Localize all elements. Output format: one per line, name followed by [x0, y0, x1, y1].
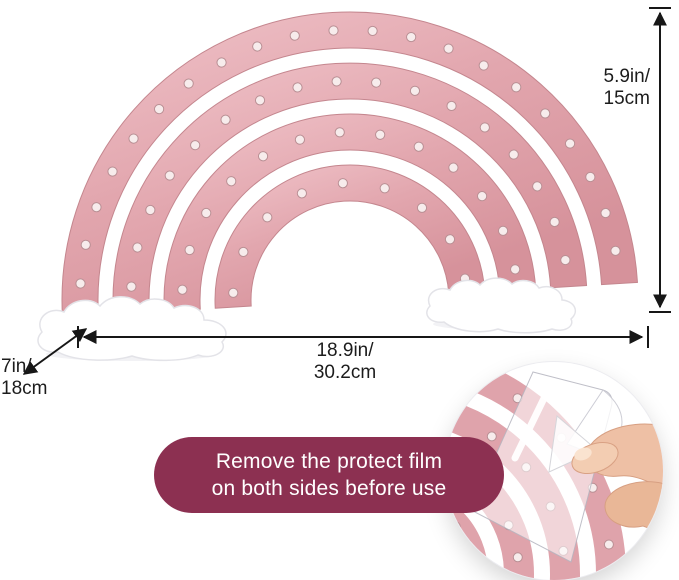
- earring-hole: [228, 287, 239, 298]
- earring-hole: [444, 234, 456, 245]
- earring-hole: [337, 178, 348, 189]
- width-inches: 18.9in/: [316, 340, 374, 361]
- earring-hole: [585, 171, 596, 183]
- earring-hole: [296, 188, 307, 199]
- rainbow-band: [61, 11, 638, 319]
- earring-hole: [477, 191, 488, 202]
- earring-hole: [145, 204, 156, 216]
- width-cm: 30.2cm: [313, 362, 377, 383]
- hand-peeling-film: [571, 423, 663, 534]
- dimension-arrows: [22, 7, 671, 375]
- earring-hole: [479, 122, 490, 133]
- earring-hole: [497, 225, 509, 236]
- inset-rainbow-band: [445, 362, 626, 580]
- banner-line-1: Remove the protect film: [215, 450, 443, 473]
- inset-rainbow-band: [445, 497, 488, 580]
- earring-hole: [549, 216, 560, 228]
- width-dimension-label: 18.9in/ 30.2cm: [275, 340, 415, 384]
- earring-hole: [183, 78, 194, 89]
- earring-hole: [371, 77, 382, 88]
- earring-hole: [409, 85, 421, 96]
- earring-hole: [220, 114, 231, 125]
- inset-rainbow-band: [445, 398, 580, 580]
- earring-hole: [564, 138, 576, 149]
- earring-hole: [177, 284, 188, 295]
- earring-hole: [91, 202, 102, 213]
- earring-hole: [540, 108, 551, 119]
- earring-hole: [294, 134, 306, 145]
- earring-hole: [238, 246, 249, 258]
- depth-dimension-label: 7in/ 18cm: [1, 356, 71, 400]
- earring-hole: [292, 82, 303, 93]
- depth-arrow: [22, 328, 88, 375]
- inset-canvas: [445, 362, 663, 580]
- earring-hole: [128, 133, 139, 144]
- depth-cm: 18cm: [1, 378, 48, 399]
- inset-earring-hole: [445, 411, 456, 422]
- earring-hole: [132, 242, 143, 253]
- earring-hole: [600, 207, 611, 219]
- earring-hole: [289, 30, 300, 41]
- earring-hole: [375, 129, 386, 140]
- rainbow-band: [112, 62, 588, 315]
- earring-hole: [254, 95, 266, 106]
- earring-hole: [511, 82, 522, 93]
- earring-hole: [406, 31, 417, 43]
- earring-hole: [201, 207, 212, 219]
- film-glare: [511, 384, 553, 462]
- earring-hole: [75, 278, 86, 289]
- inset-earring-hole: [459, 367, 470, 378]
- banner-line-2: on both sides before use: [211, 477, 447, 500]
- earring-hole: [164, 170, 175, 181]
- earring-hole: [443, 43, 454, 54]
- earring-hole: [446, 100, 457, 112]
- rainbow-earring-holder: [61, 11, 638, 319]
- earring-hole: [448, 162, 459, 173]
- inset-rainbow-band: [445, 447, 534, 580]
- earring-hole: [331, 76, 342, 87]
- earring-hole: [262, 212, 273, 223]
- earring-hole: [413, 141, 424, 152]
- inset-earring-hole: [461, 538, 472, 549]
- height-cm: 15cm: [603, 88, 650, 109]
- inset-earring-hole: [512, 552, 523, 563]
- earring-hole: [416, 202, 428, 213]
- earring-hole: [257, 151, 269, 162]
- earring-hole: [508, 149, 519, 160]
- instruction-banner: Remove the protect film on both sides be…: [154, 437, 504, 513]
- earring-hole: [107, 166, 118, 177]
- earring-hole: [80, 239, 91, 250]
- depth-inches: 7in/: [1, 356, 32, 377]
- earring-hole: [560, 254, 571, 266]
- inset-earring-hole: [467, 558, 478, 569]
- earring-hole: [367, 25, 378, 37]
- earring-hole: [226, 176, 237, 187]
- inset-earring-hole: [603, 539, 614, 550]
- film-removal-detail-inset: [445, 362, 663, 580]
- earring-hole: [328, 25, 339, 36]
- rainbow-band: [163, 113, 537, 312]
- earring-hole: [510, 264, 521, 275]
- height-inches: 5.9in/: [603, 66, 650, 87]
- height-dimension-label: 5.9in/ 15cm: [582, 66, 650, 110]
- earring-hole: [126, 281, 137, 292]
- inset-earring-hole: [486, 431, 497, 442]
- earring-hole: [190, 140, 201, 151]
- inset-earring-hole: [450, 521, 461, 532]
- earring-hole: [610, 245, 621, 256]
- earring-hole: [379, 183, 390, 194]
- middle-finger: [604, 481, 663, 534]
- earring-hole: [252, 41, 263, 52]
- earring-hole: [478, 60, 489, 71]
- earring-hole: [184, 244, 195, 256]
- thumb-nail: [574, 447, 592, 461]
- earring-hole: [334, 127, 345, 138]
- earring-hole: [216, 57, 227, 68]
- earring-hole: [532, 181, 543, 192]
- earring-hole: [153, 103, 165, 115]
